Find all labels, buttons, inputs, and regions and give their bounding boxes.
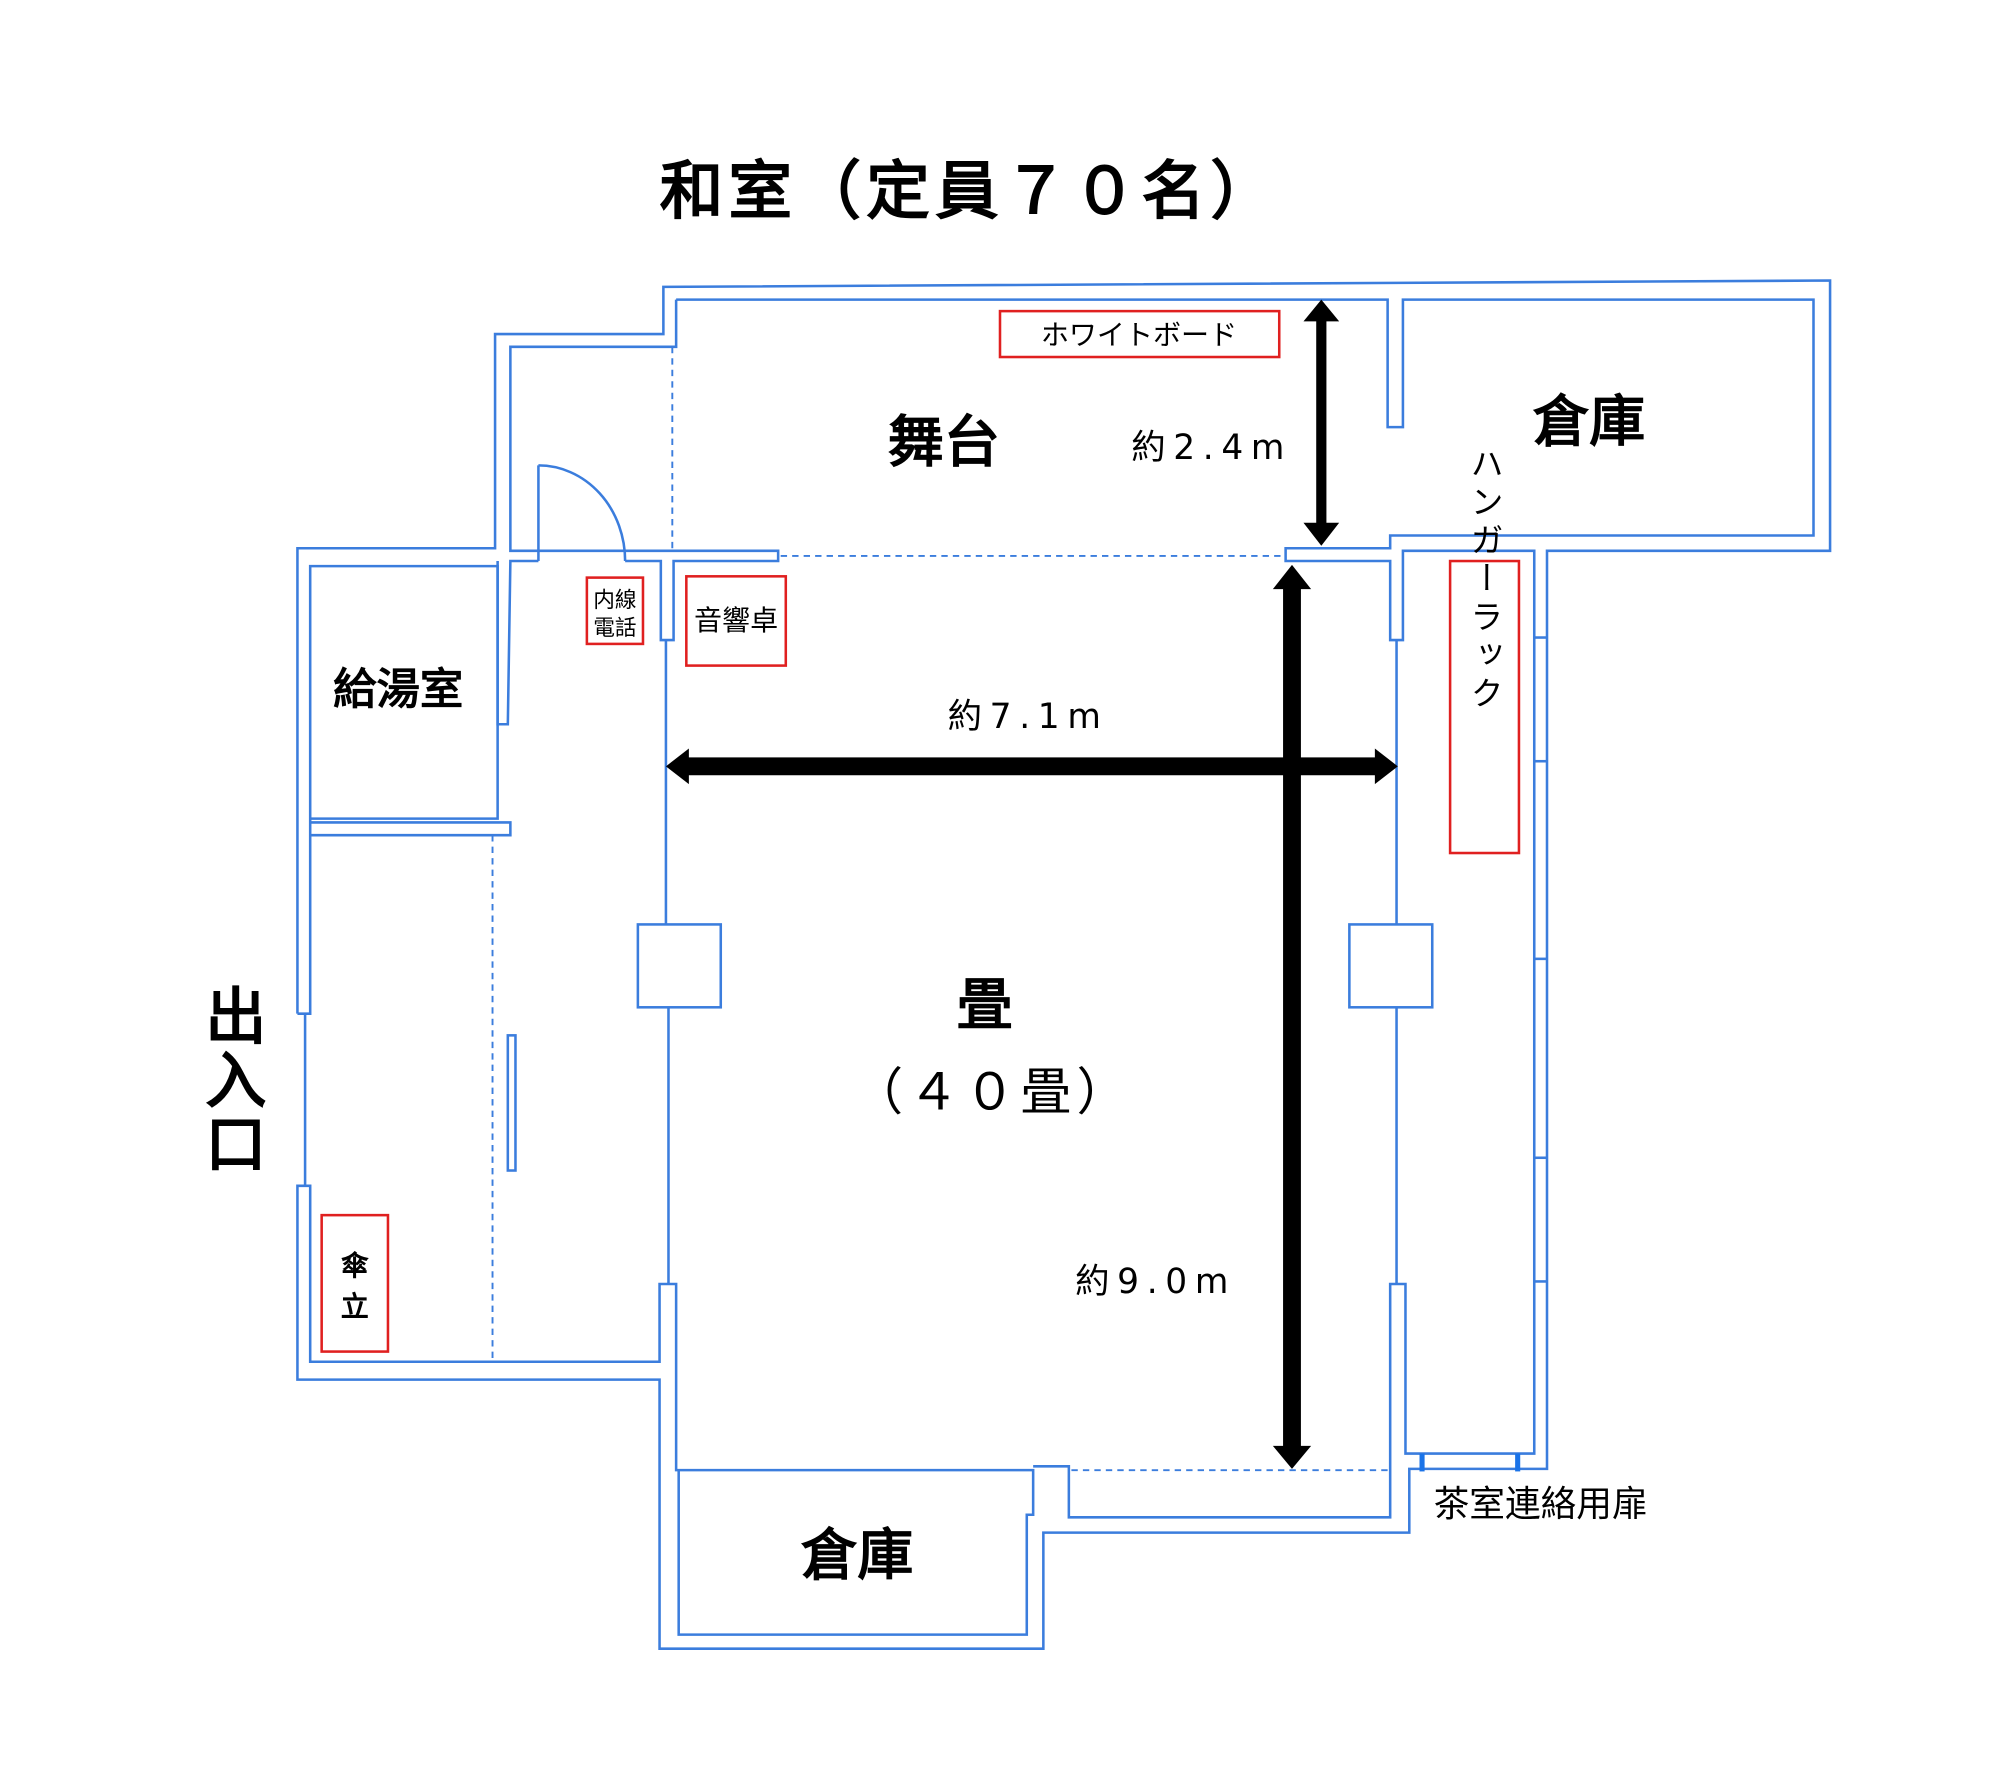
dimension-arrows <box>665 299 1398 1469</box>
svg-text:内線: 内線 <box>593 588 636 613</box>
tatami-label: 畳 <box>957 973 1013 1038</box>
hanger-rack-tag: ハンガーラック <box>1448 446 1521 855</box>
walls <box>296 279 1832 1650</box>
whiteboard-tag: ホワイトボード <box>998 309 1281 359</box>
length-label: 約9.0m <box>1075 1262 1236 1302</box>
umbrella-stand-tag: 傘 立 <box>320 1213 390 1353</box>
storage-bottom-label: 倉庫 <box>800 1524 913 1589</box>
pillar-right <box>1348 923 1434 1009</box>
svg-text:音響卓: 音響卓 <box>694 604 778 637</box>
arrow-width <box>665 748 1398 785</box>
stage-label: 舞台 <box>888 411 1000 476</box>
svg-text:ハンガーラック: ハンガーラック <box>1465 446 1504 714</box>
sound-desk-tag: 音響卓 <box>685 575 788 667</box>
stage-depth-label: 約2.4m <box>1131 428 1292 468</box>
plan-title: 和室（定員７０名） <box>660 155 1280 229</box>
pillar-left <box>636 923 723 1009</box>
svg-text:立: 立 <box>341 1290 369 1323</box>
dashed-lines <box>491 346 1391 1472</box>
arrow-stage-depth <box>1303 299 1340 546</box>
arrow-length <box>1272 564 1312 1469</box>
tearoom-door-marks <box>1419 1453 1521 1472</box>
width-label: 約7.1m <box>948 697 1109 737</box>
tatami-count: （４０畳） <box>852 1063 1133 1122</box>
door-swing <box>537 464 627 562</box>
svg-text:傘: 傘 <box>341 1249 370 1282</box>
dimension-labels: 約2.4m 約7.1m 約9.0m <box>948 428 1292 1302</box>
phone-tag: 内線 電話 <box>585 576 645 646</box>
kitchen-label: 給湯室 <box>333 665 463 715</box>
svg-text:ホワイトボード: ホワイトボード <box>1041 318 1237 351</box>
room-labels: 舞台 倉庫 給湯室 畳 （４０畳） 倉庫 <box>333 390 1645 1589</box>
svg-text:電話: 電話 <box>593 616 636 641</box>
tearoom-door-label: 茶室連絡用扉 <box>1434 1484 1648 1525</box>
entrance-label: 出入口 <box>194 984 266 1175</box>
storage-top-label: 倉庫 <box>1532 390 1645 455</box>
